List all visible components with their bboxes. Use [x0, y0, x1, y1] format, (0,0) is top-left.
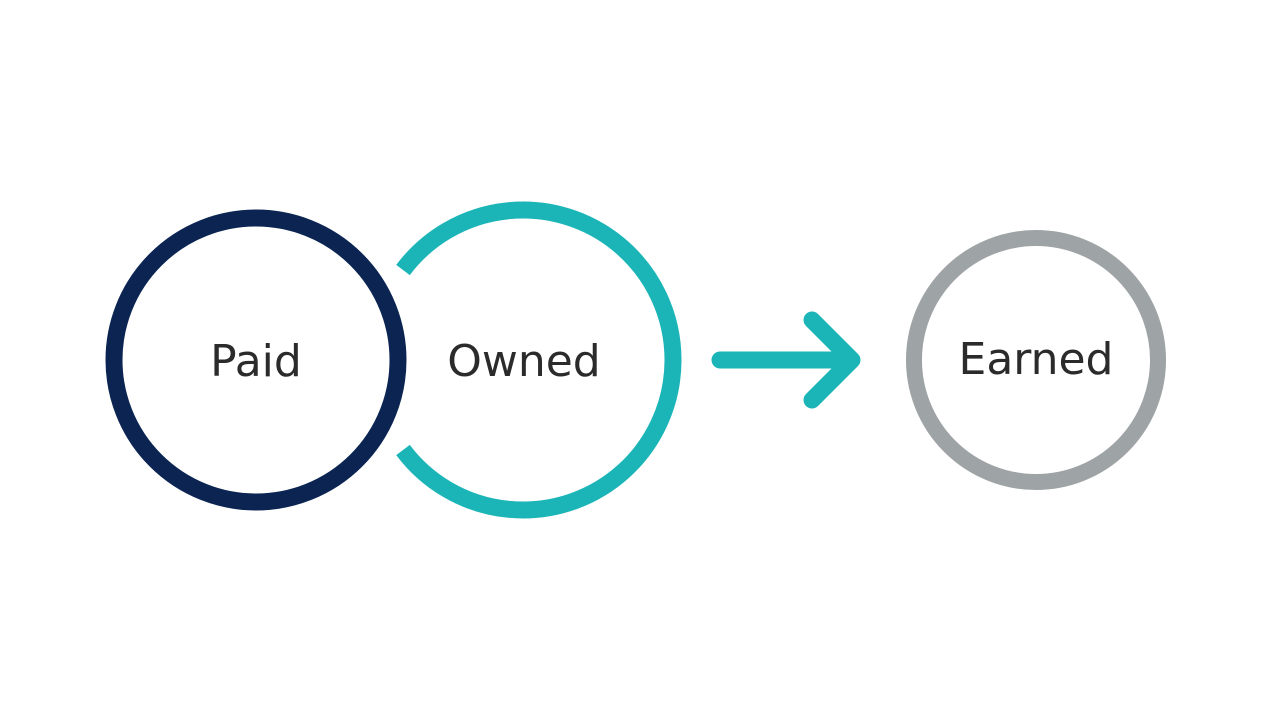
owned-node: Owned: [396, 201, 682, 519]
earned-node: Earned: [906, 230, 1166, 490]
earned-circle: [906, 230, 1166, 490]
paid-node: Paid: [105, 209, 407, 511]
owned-arc: [396, 201, 682, 519]
paid-label: Paid: [210, 336, 302, 387]
arrow-owned-to-earned: [711, 311, 861, 409]
arrow-head: [803, 311, 861, 409]
paid-circle: [105, 209, 407, 511]
earned-label: Earned: [959, 334, 1114, 385]
owned-label: Owned: [447, 336, 601, 387]
